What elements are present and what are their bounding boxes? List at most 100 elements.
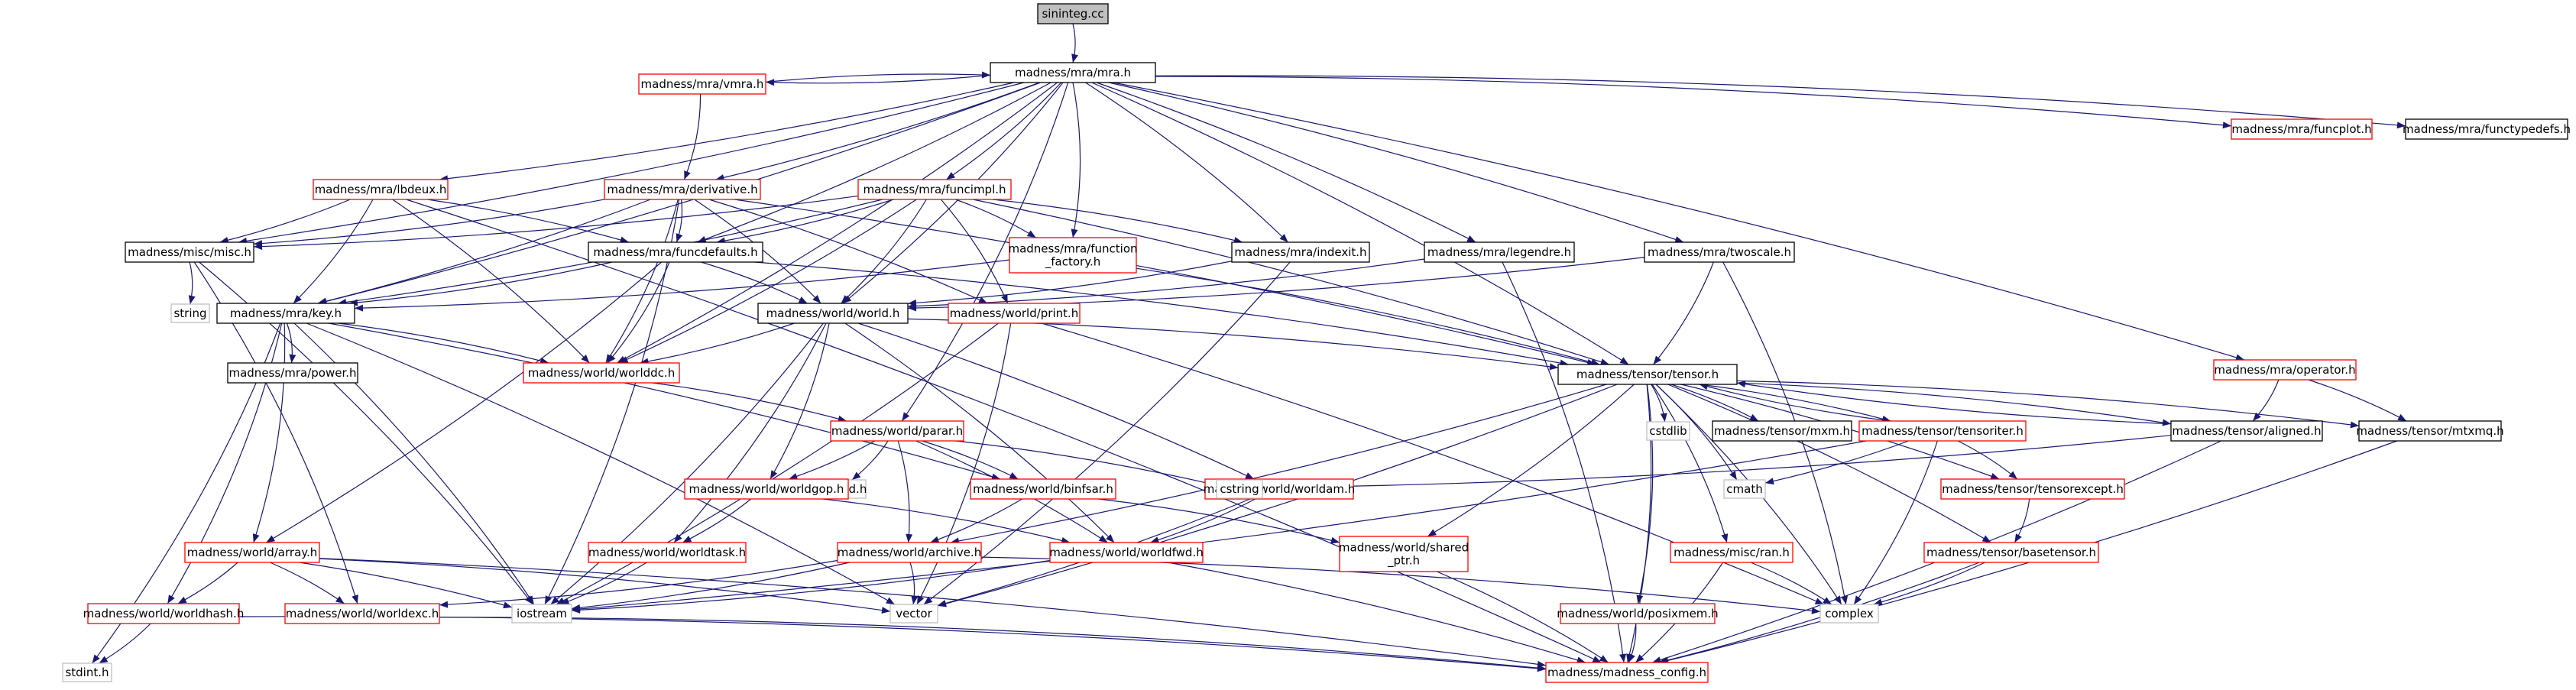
arrowhead-twoscale-to-world	[908, 304, 917, 312]
node-binfsar[interactable]: madness/world/binfsar.h	[970, 478, 1116, 500]
node-label: madness/mra/legendre.h	[1427, 245, 1571, 259]
node-label: madness/world/worlddc.h	[528, 366, 675, 380]
arrowhead-binfsar-to-archive	[930, 536, 940, 543]
node-iostream: iostream	[511, 604, 572, 624]
node-label: madness/world/worldexc.h	[286, 607, 439, 620]
node-label: madness/tensor/mxm.h	[1714, 424, 1850, 438]
edge-aligned-to-tensor	[1736, 382, 2172, 425]
node-box	[638, 73, 766, 95]
node-funcdefaults[interactable]: madness/mra/funcdefaults.h	[588, 241, 763, 263]
node-function-factory[interactable]: madness/mra/function_factory.h	[1008, 237, 1138, 274]
node-box	[757, 303, 909, 324]
edge-tensor-to-mtxmq	[1736, 380, 2360, 426]
node-label: madness/tensor/tensor.h	[1576, 368, 1719, 381]
node-box	[1339, 536, 1469, 572]
node-ran[interactable]: madness/misc/ran.h	[1670, 542, 1793, 563]
edge-key-to-vector	[306, 322, 896, 605]
node-worldtask[interactable]: madness/world/worldtask.h	[588, 542, 747, 563]
node-funcimpl[interactable]: madness/mra/funcimpl.h	[857, 179, 1012, 200]
node-tensor[interactable]: madness/tensor/tensor.h	[1557, 364, 1738, 385]
node-label: madness/tensor/aligned.h	[2172, 424, 2321, 438]
node-complex: complex	[1819, 604, 1879, 624]
node-box	[2170, 420, 2323, 442]
node-key[interactable]: madness/mra/key.h	[216, 303, 355, 324]
edge-lbdeux-to-madness_config	[406, 199, 1602, 663]
node-worldhash[interactable]: madness/world/worldhash.h	[83, 603, 245, 624]
edge-worldhash-to-madness_config	[238, 616, 1547, 670]
node-array[interactable]: madness/world/array.h	[184, 542, 320, 563]
node-mra-h[interactable]: madness/mra/mra.h	[990, 62, 1156, 83]
edge-archive-to-iostream	[571, 562, 850, 610]
edge-key-to-binfsar	[328, 322, 1001, 480]
edge-vmra-to-derivative	[683, 93, 702, 180]
node-indexit[interactable]: madness/mra/indexit.h	[1231, 241, 1370, 263]
arrowhead-key-to-stdint	[92, 654, 100, 663]
arrowhead-tensor-to-basetensor	[1981, 535, 1991, 543]
edge-funcdefaults-to-tensor	[754, 261, 1569, 365]
edge-indexit-to-world	[907, 261, 1233, 304]
node-worlddc[interactable]: madness/world/worlddc.h	[523, 362, 680, 384]
edge-twoscale-to-tensor	[1653, 261, 1714, 365]
node-basetensor[interactable]: madness/tensor/basetensor.h	[1923, 542, 2099, 563]
node-aligned[interactable]: madness/tensor/aligned.h	[2170, 420, 2323, 442]
node-box	[1049, 542, 1204, 563]
node-operator[interactable]: madness/mra/operator.h	[2213, 359, 2357, 381]
arrowhead-archive-to-worldexc	[439, 601, 449, 608]
edge-basetensor-to-complex	[1873, 562, 1985, 605]
node-box	[1819, 604, 1879, 624]
node-label: madness/madness_config.h	[1547, 666, 1706, 680]
node-siminteg[interactable]: sininteg.cc	[1037, 3, 1109, 24]
node-shared-ptr[interactable]: madness/world/shared_ptr.h	[1339, 536, 1469, 572]
node-worldgop[interactable]: madness/world/worldgop.h	[684, 478, 849, 500]
edge-worldgop-to-worldfwd	[822, 498, 1071, 543]
node-posixmem[interactable]: madness/world/posixmem.h	[1557, 603, 1719, 624]
edge-world-to-worldam	[857, 322, 1255, 480]
node-world[interactable]: madness/world/world.h	[757, 303, 909, 324]
node-tensoriter[interactable]: madness/tensor/tensoriter.h	[1858, 420, 2027, 442]
node-functypedefs[interactable]: madness/mra/functypedefs.h	[2403, 118, 2571, 140]
edge-funcdefaults-to-world	[701, 261, 808, 304]
node-mtxmq[interactable]: madness/tensor/mtxmq.h	[2356, 420, 2504, 442]
edge-world-to-iostream	[550, 322, 824, 605]
node-power[interactable]: madness/mra/power.h	[227, 362, 358, 384]
arrowhead-tensor-to-ran	[1721, 533, 1729, 543]
node-box	[216, 303, 355, 324]
node-worldfwd[interactable]: madness/world/worldfwd.h	[1049, 542, 1204, 563]
arrowhead-mra_h-to-twoscale	[1674, 236, 1684, 243]
arrowhead-siminteg-to-mra_h	[1071, 53, 1078, 63]
node-box	[184, 542, 320, 563]
edge-tensor-to-archive	[950, 384, 1607, 543]
node-tensorexcept[interactable]: madness/tensor/tensorexcept.h	[1940, 478, 2125, 500]
node-misc[interactable]: madness/misc/misc.h	[125, 241, 254, 263]
node-lbdeux[interactable]: madness/mra/lbdeux.h	[313, 179, 449, 200]
arrowhead-archive-to-complex	[1811, 607, 1820, 614]
node-label: madness/misc/ran.h	[1674, 546, 1790, 559]
node-twoscale[interactable]: madness/mra/twoscale.h	[1644, 241, 1795, 263]
arrowhead-legendre-to-madness_config	[1619, 653, 1627, 662]
edge-print-to-vector	[916, 322, 1012, 605]
node-funcplot[interactable]: madness/mra/funcplot.h	[2231, 118, 2373, 140]
node-mxm[interactable]: madness/tensor/mxm.h	[1712, 420, 1852, 442]
edge-array-to-worldexc	[270, 562, 345, 604]
arrowhead-tensorexcept-to-basetensor	[2014, 533, 2022, 543]
edge-mra_h-to-misc	[238, 82, 1025, 243]
node-parar[interactable]: madness/world/parar.h	[830, 420, 964, 442]
edge-worldfwd-to-madness_config	[1168, 562, 1586, 663]
arrowhead-tensor-to-cmath	[1729, 471, 1737, 480]
edge-funcimpl-to-worlddc	[619, 199, 917, 364]
node-vmra[interactable]: madness/mra/vmra.h	[638, 73, 766, 95]
node-print[interactable]: madness/world/print.h	[948, 303, 1081, 324]
node-derivative[interactable]: madness/mra/derivative.h	[604, 179, 761, 200]
node-legendre[interactable]: madness/mra/legendre.h	[1424, 241, 1575, 263]
node-archive[interactable]: madness/world/archive.h	[837, 542, 982, 563]
node-worldexc[interactable]: madness/world/worldexc.h	[284, 603, 440, 624]
node-label: madness/mra/function	[1008, 242, 1137, 256]
arrowhead-funcimpl-to-tensor	[1600, 358, 1609, 365]
arrowhead-worlddc-to-parar	[838, 415, 847, 423]
arrowhead-ran-to-madness_config	[1635, 654, 1644, 662]
edge-tensor-to-ran	[1651, 384, 1728, 543]
edge-world-to-worldfwd	[844, 322, 1115, 543]
node-madness-config[interactable]: madness/madness_config.h	[1545, 662, 1709, 683]
arrowhead-print-to-complex	[1814, 598, 1824, 604]
